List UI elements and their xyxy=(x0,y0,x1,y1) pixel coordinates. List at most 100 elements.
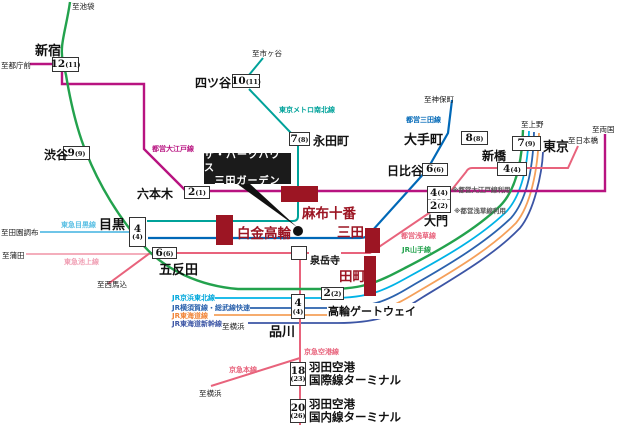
line-label-tokyu-ikegami: 東急池上線 xyxy=(64,258,99,266)
property-location-dot xyxy=(293,226,303,236)
daimon-asakusa-row: 2(2) xyxy=(428,200,450,212)
gotanda-time-box: 6(6) xyxy=(152,247,177,259)
line-label-tokaido: JR東海道線 xyxy=(172,312,208,320)
tokyo-min: 7 xyxy=(517,137,525,150)
haneda-intl-name-line2: 国際線ターミナル xyxy=(309,373,401,388)
shimbashi-alt: (4) xyxy=(510,165,521,174)
daimon-alt: (4) xyxy=(437,188,448,197)
station-label-nagatacho: 永田町 xyxy=(313,134,350,148)
shinagawa-alt: (4) xyxy=(292,307,304,316)
otemachi-min: 8 xyxy=(465,131,473,144)
shinjuku-min: 12 xyxy=(50,58,66,71)
haneda-dom-time-box: 20(26) xyxy=(290,399,306,423)
hibiya-time-box: 6(6) xyxy=(422,163,448,176)
otemachi-alt: (8) xyxy=(472,134,484,143)
sengakuji-station-box xyxy=(291,246,307,260)
roppongi-time-box: 2(1) xyxy=(184,186,210,199)
haneda-dom-name-line2: 国内線ターミナル xyxy=(309,410,401,425)
nagatacho-alt: (8) xyxy=(297,135,309,144)
dir-label-tochomae: 至都庁前 xyxy=(1,61,31,70)
hibiya-min: 6 xyxy=(426,163,434,176)
toei-oedo-line xyxy=(60,72,607,193)
haneda-dom-min: 20 xyxy=(290,401,306,414)
shibuya-min: 9 xyxy=(67,146,75,159)
takanawa-gateway-time-box: 2(2) xyxy=(321,287,344,300)
gotanda-min: 6 xyxy=(155,246,163,259)
hibiya-alt: (6) xyxy=(433,166,444,175)
station-label-haneda-dom: 羽田空港 国内線ターミナル xyxy=(309,397,401,425)
dir-label-nihombashi: 至日本橋 xyxy=(568,136,598,145)
dir-label-kamata: 至蒲田 xyxy=(2,251,25,260)
shimbashi-min: 4 xyxy=(503,162,511,175)
dir-label-yokohama-keikyu: 至横浜 xyxy=(199,389,222,398)
dir-label-ryogoku: 至両国 xyxy=(592,125,615,134)
daimon-time-box: 4(4) 2(2) xyxy=(427,186,451,213)
shibuya-alt: (9) xyxy=(74,149,86,158)
toei-asakusa-line xyxy=(107,145,579,285)
line-label-keihin-tohoku: JR京浜東北線 xyxy=(172,294,215,302)
daimon-min: 4 xyxy=(430,186,438,199)
yotsuya-min: 10 xyxy=(231,74,246,87)
keikyu-main-branch xyxy=(210,357,301,387)
note-asakusa-use: ※都営浅草線利用 xyxy=(454,207,506,215)
dir-label-ichigaya: 至市ヶ谷 xyxy=(252,49,282,58)
namboku-line-mid xyxy=(248,88,292,134)
line-label-mita: 都営三田線 xyxy=(406,116,441,124)
dir-label-yokohama-jr: 至横浜 xyxy=(222,322,245,331)
tamachi-marker xyxy=(364,256,376,296)
station-label-yotsuya: 四ツ谷 xyxy=(195,76,232,90)
note-oedo-use: ※都営大江戸線利用 xyxy=(452,186,511,194)
property-leader-line xyxy=(236,183,297,227)
line-label-keikyu-airport: 京急空港線 xyxy=(304,348,339,356)
property-name-line2: 三田ガーデン xyxy=(214,176,281,187)
gotanda-alt: (6) xyxy=(162,249,174,258)
line-label-yamanote: JR山手線 xyxy=(402,246,431,254)
station-label-shibuya: 渋谷 xyxy=(44,148,69,162)
tokyo-alt: (9) xyxy=(524,140,536,149)
station-label-takanawa-gateway: 高輪ゲートウェイ xyxy=(327,303,417,319)
roppongi-alt: (1) xyxy=(195,189,206,198)
station-label-gotanda: 五反田 xyxy=(159,263,199,278)
haneda-intl-min: 18 xyxy=(290,364,306,377)
daimon-oedo-row: 4(4) xyxy=(428,187,450,200)
property-name-line1: ザ・パークハウス xyxy=(204,150,281,174)
station-label-roppongi: 六本木 xyxy=(137,187,174,201)
meguro-alt: (4) xyxy=(132,233,143,241)
shinjuku-time-box: 12(11) xyxy=(50,57,80,72)
tokyo-time-box: 7(9) xyxy=(512,136,541,151)
haneda-intl-time-box: 18(23) xyxy=(290,362,306,386)
line-label-oedo: 都営大江戸線 xyxy=(152,145,194,153)
station-label-tamachi: 田町 xyxy=(339,269,366,285)
dir-label-jimbocho: 至神保町 xyxy=(424,95,454,104)
meguro-time-box: 4(4) xyxy=(129,217,146,247)
namboku-line-upper xyxy=(248,57,264,76)
shimbashi-time-box: 4(4) xyxy=(497,162,527,176)
takanawa-gateway-min: 2 xyxy=(323,287,331,300)
meguro-min: 4 xyxy=(133,222,142,235)
station-label-shirokane-takanawa: 白金高輪 xyxy=(237,226,291,242)
shibuya-time-box: 9(9) xyxy=(63,146,90,160)
line-label-yokosuka-sobu: JR横須賀線・総武線快速 xyxy=(172,304,250,312)
line-label-namboku: 東京メトロ南北線 xyxy=(279,106,335,114)
haneda-dom-name-line1: 羽田空港 xyxy=(309,397,355,411)
station-label-meguro: 目黒 xyxy=(99,218,126,233)
takanawa-gateway-alt: (2) xyxy=(330,290,342,299)
shirokane-takanawa-marker xyxy=(216,215,233,245)
roppongi-min: 2 xyxy=(188,186,196,199)
station-label-hibiya: 日比谷 xyxy=(387,164,424,178)
station-label-shimbashi: 新橋 xyxy=(482,149,507,163)
station-label-shinjuku: 新宿 xyxy=(35,44,62,59)
dir-label-nishimagome: 至西馬込 xyxy=(97,280,127,289)
station-label-otemachi: 大手町 xyxy=(404,133,444,148)
mita-marker xyxy=(365,228,380,253)
nagatacho-time-box: 7(8) xyxy=(289,132,310,146)
haneda-intl-name-line1: 羽田空港 xyxy=(309,360,355,374)
line-label-shinkansen: JR東海道新幹線 xyxy=(172,320,222,328)
station-label-sengakuji: 泉岳寺 xyxy=(309,252,341,267)
haneda-intl-alt: (23) xyxy=(290,375,306,383)
shinagawa-min: 4 xyxy=(294,297,302,309)
yotsuya-time-box: 10(11) xyxy=(231,74,261,88)
dir-label-ikebukuro: 至池袋 xyxy=(72,2,95,11)
daimon-alt2: (2) xyxy=(437,201,448,210)
